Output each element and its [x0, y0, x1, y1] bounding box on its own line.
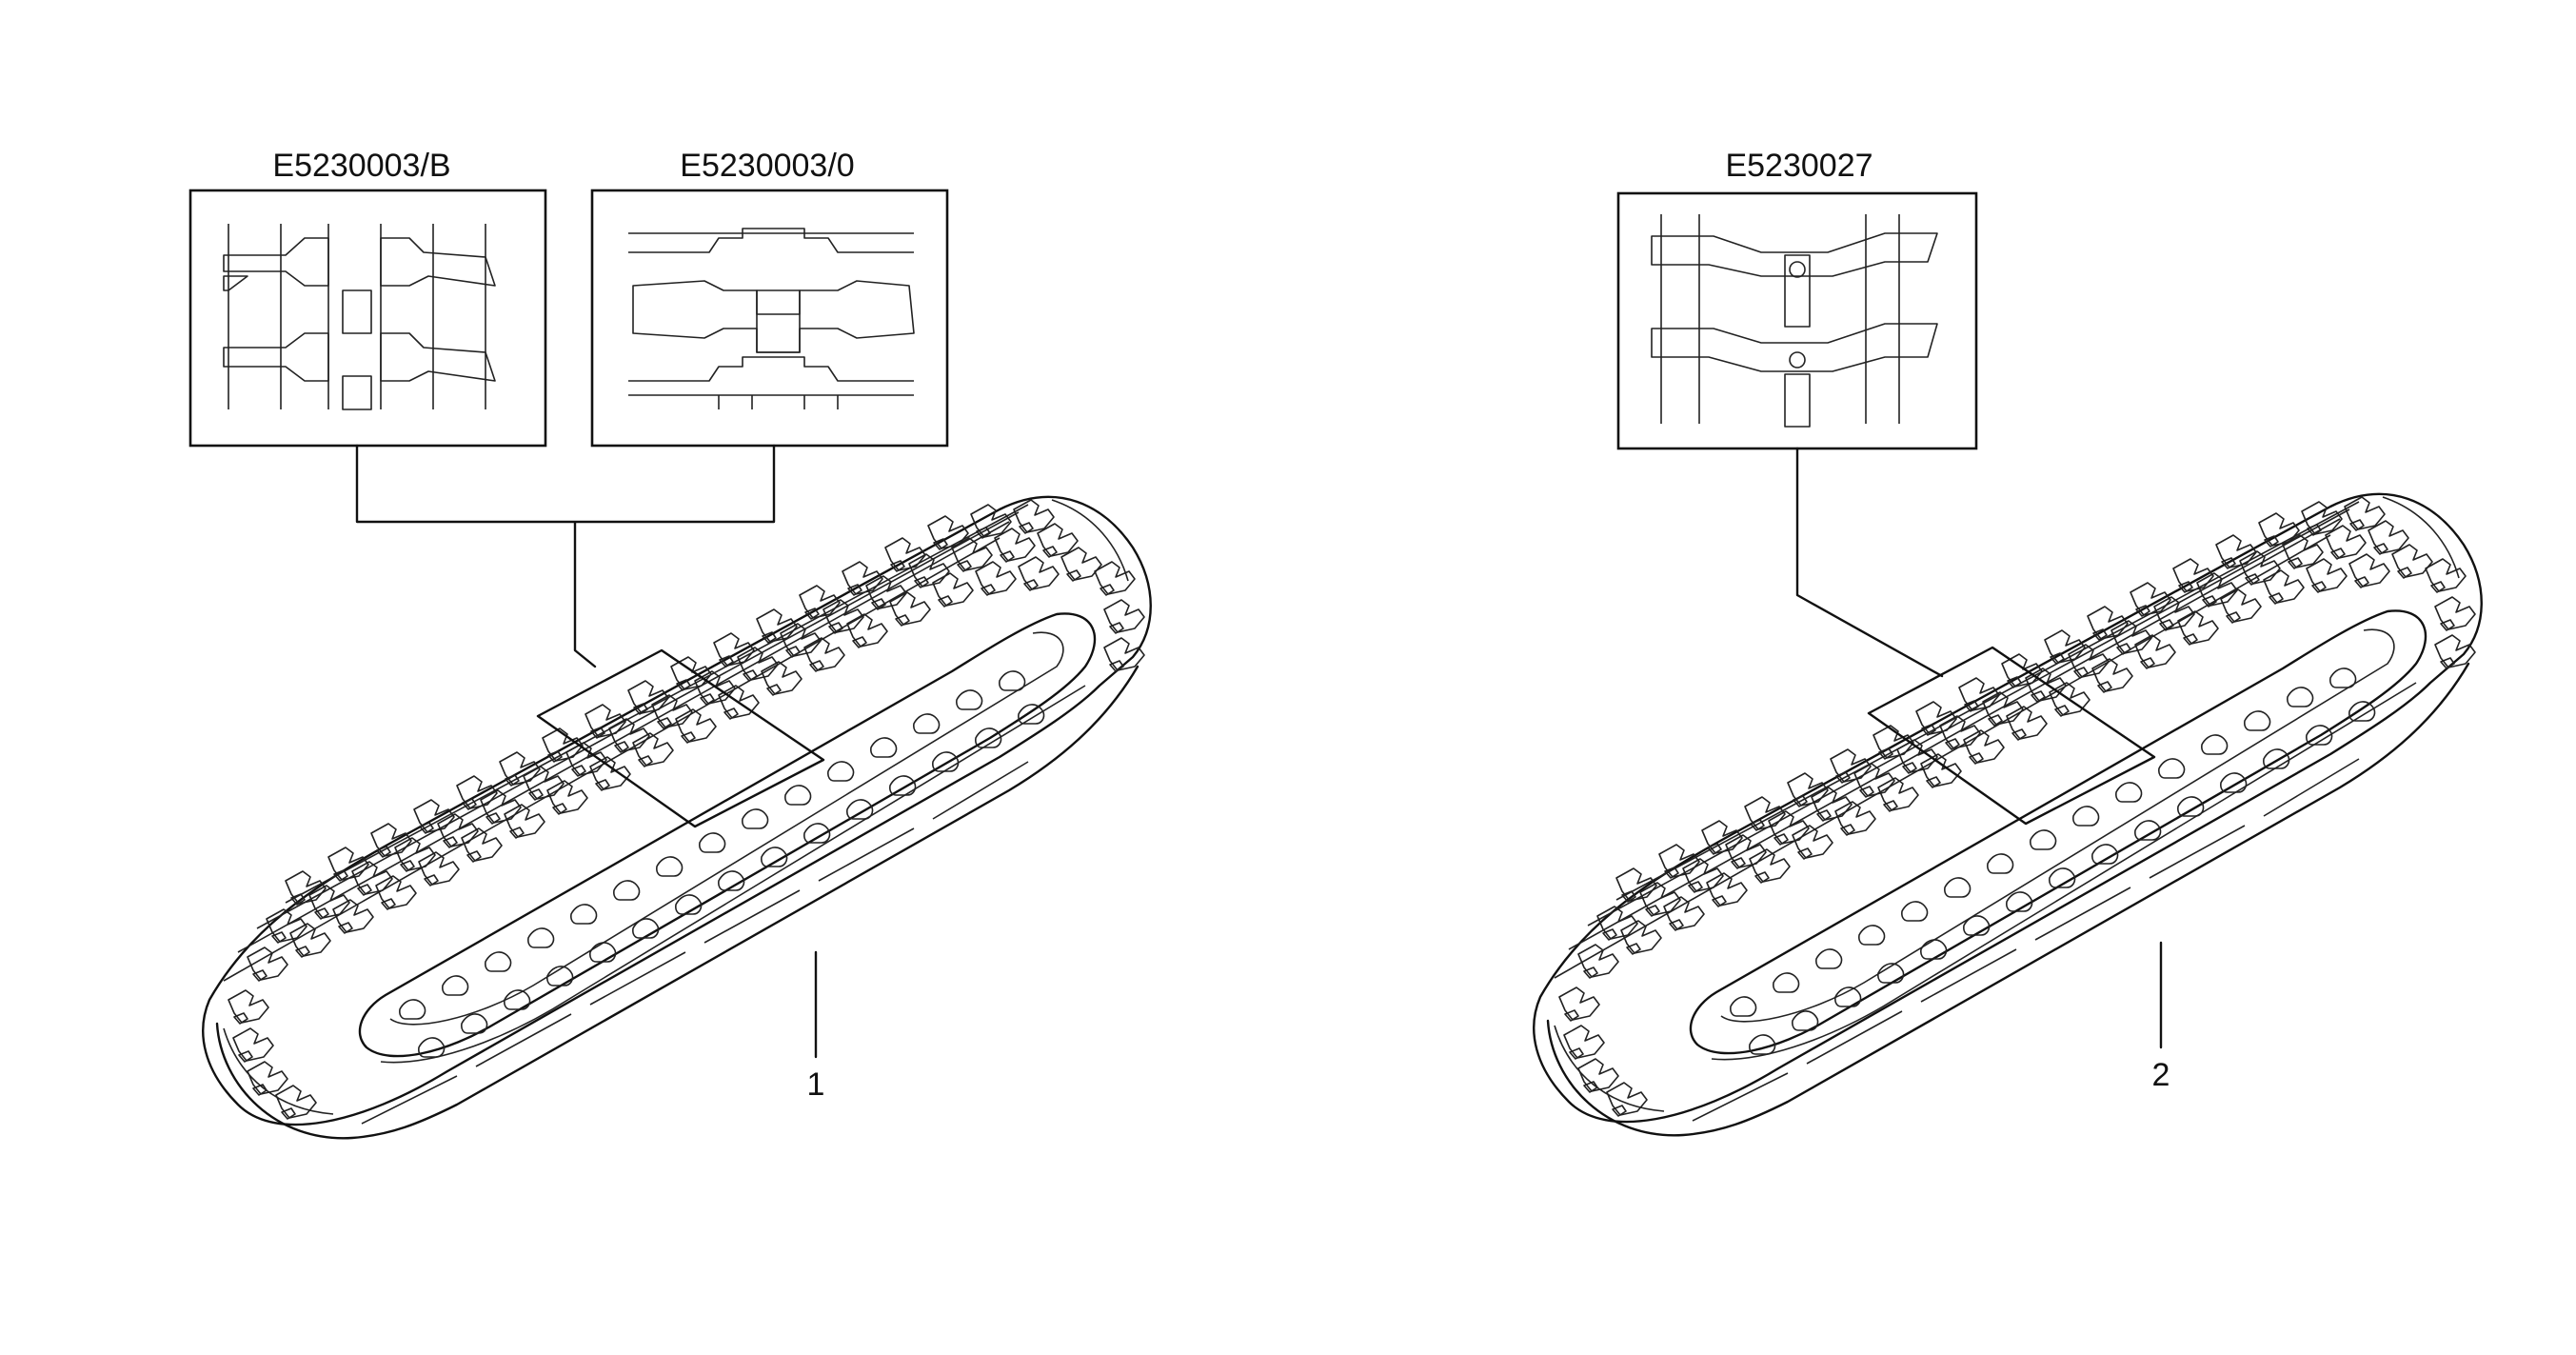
item-number-1: 1 — [807, 1066, 825, 1103]
tread-pattern-27-detail: E5230027 — [1616, 148, 1978, 450]
tread-pattern-27-sketch — [1651, 214, 1938, 428]
connector-line-2 — [1795, 447, 1944, 678]
tread-pattern-0-detail: E5230003/0 — [590, 148, 949, 448]
pattern-0-label: E5230003/0 — [680, 148, 854, 184]
rubber-track-2 — [1533, 492, 2483, 1137]
tread-pattern-b-detail: E5230003/B — [188, 148, 547, 448]
rubber-track-1 — [202, 495, 1152, 1140]
connector-line-1 — [355, 444, 776, 668]
track-assembly-2: E5230027 — [1533, 148, 2483, 1137]
track-assembly-1: E5230003/B E5230003/0 — [188, 148, 1152, 1140]
pattern-27-label: E5230027 — [1725, 148, 1873, 184]
tread-pattern-b-sketch — [223, 224, 496, 410]
tread-pattern-0-sketch — [628, 228, 915, 409]
item-number-2: 2 — [2152, 1057, 2170, 1093]
pattern-b-label: E5230003/B — [272, 148, 450, 184]
